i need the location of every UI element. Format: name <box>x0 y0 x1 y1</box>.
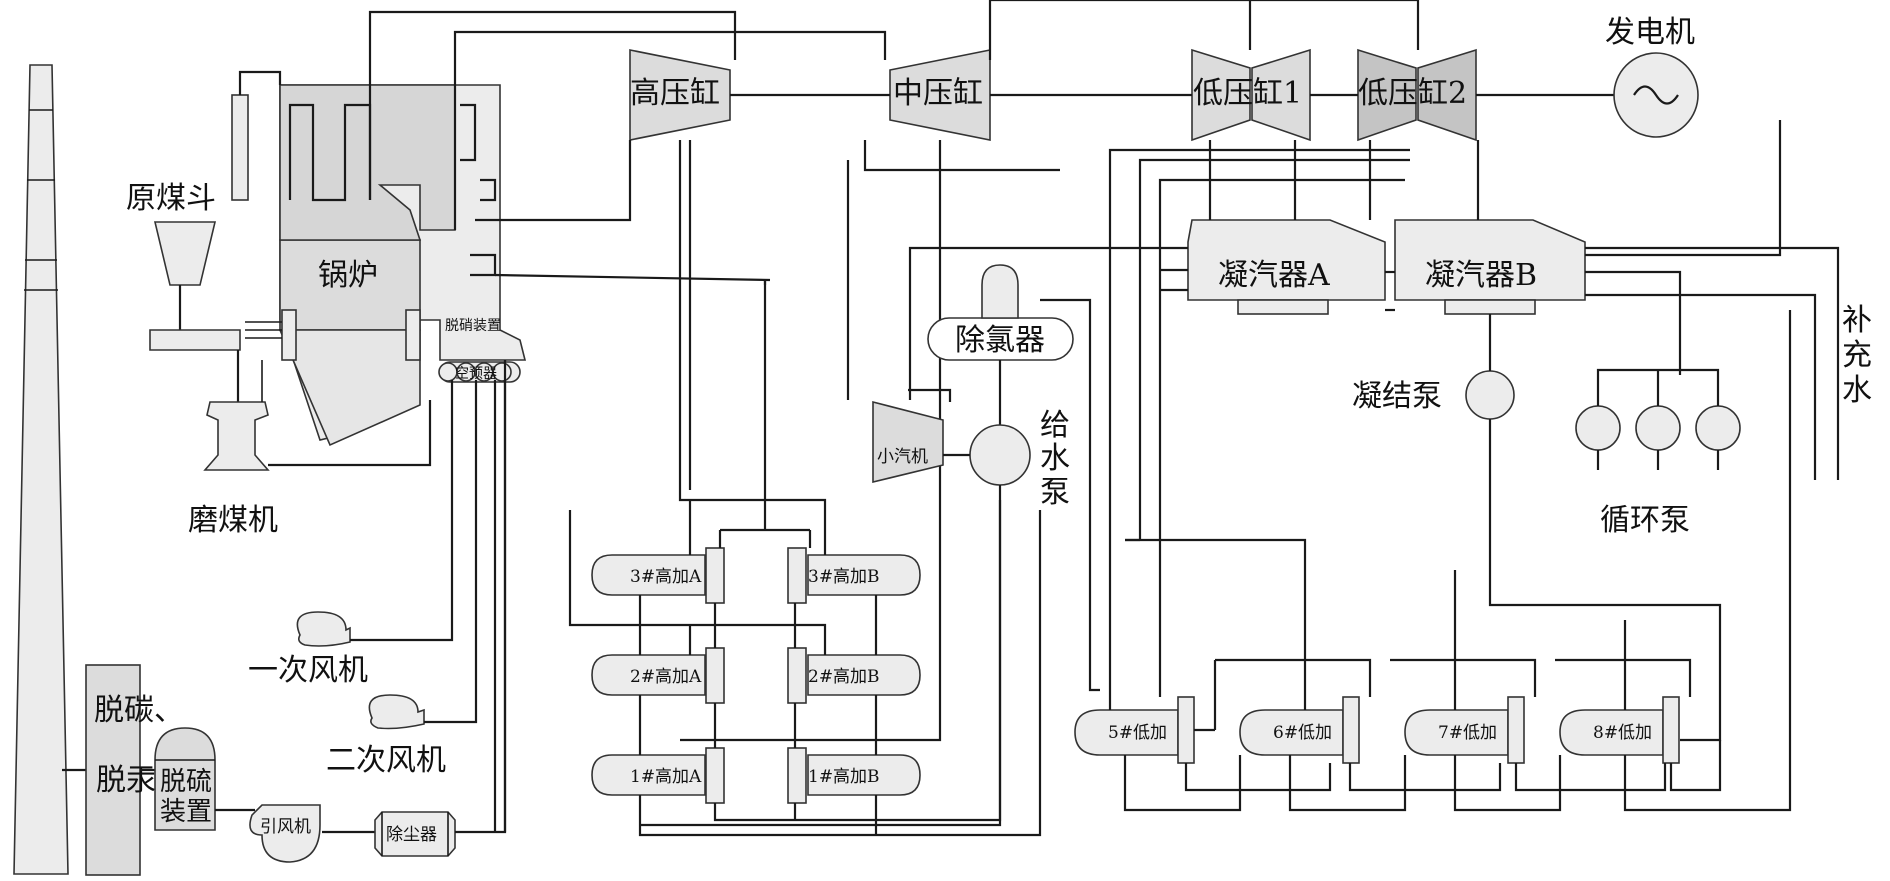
lp-heater-6: 6#低加 <box>1239 696 1360 764</box>
lp-turbine-1-label: 低压缸1 <box>1193 76 1302 111</box>
hp-heater-2a: 2#高加A <box>591 647 725 704</box>
secondary-fan-label: 二次风机 <box>326 743 446 778</box>
ip-turbine-label: 中压缸 <box>893 76 983 111</box>
makeup-water-label-2: 充 <box>1842 338 1872 373</box>
hp-heater-2a-label: 2#高加A <box>630 667 702 687</box>
induced-fan-label: 引风机 <box>260 817 311 837</box>
makeup-water-label-3: 水 <box>1842 373 1872 408</box>
hp-heater-1a: 1#高加A <box>591 747 725 804</box>
feed-pump-label-3: 泵 <box>1040 475 1070 510</box>
lp-heater-8-label: 8#低加 <box>1593 723 1652 743</box>
dust-collector: 除尘器 <box>374 811 456 857</box>
feed-pump-label-1: 给 <box>1040 408 1070 443</box>
secondary-fan: 二次风机 <box>326 694 446 778</box>
raw-coal-bunker-label: 原煤斗 <box>126 181 216 216</box>
hp-heater-2b-label: 2#高加B <box>808 667 880 687</box>
decarbon-demercury-unit: 脱碳、 脱汞 <box>85 664 184 876</box>
condenser-b: 凝汽器B <box>1394 219 1586 315</box>
hp-heater-3b: 3#高加B <box>787 547 921 604</box>
hp-heater-2b: 2#高加B <box>787 647 921 704</box>
condenser-a: 凝汽器A <box>1187 219 1386 315</box>
lp-heater-8: 8#低加 <box>1559 696 1680 764</box>
lp-turbine-1: 低压缸1 <box>1191 48 1311 142</box>
lp-heater-5: 5#低加 <box>1074 696 1195 764</box>
hp-heater-3a: 3#高加A <box>591 547 725 604</box>
coal-mill: 磨煤机 <box>188 360 278 538</box>
dust-collector-label: 除尘器 <box>386 825 437 845</box>
air-preheater-label: 空预器 <box>455 366 497 382</box>
desulfurization-label-1: 脱硫 <box>160 767 212 797</box>
makeup-water: 补 充 水 <box>1842 303 1872 408</box>
hp-heater-1a-label: 1#高加A <box>630 767 702 787</box>
hp-turbine: 高压缸 <box>629 49 731 141</box>
hp-heater-3b-label: 3#高加B <box>808 567 880 587</box>
deaerator: 除氯器 <box>927 264 1074 361</box>
condenser-a-label: 凝汽器A <box>1218 258 1330 293</box>
condensate-pump-label: 凝结泵 <box>1352 379 1442 414</box>
hp-heater-1b-label: 1#高加B <box>808 767 880 787</box>
lp-turbine-2-label: 低压缸2 <box>1358 76 1467 111</box>
deaerator-label: 除氯器 <box>955 323 1045 358</box>
air-preheater: 空预器 <box>438 361 521 383</box>
chimney <box>13 64 69 875</box>
decarbon-label-1: 脱碳、 <box>94 693 184 728</box>
hp-turbine-label: 高压缸 <box>630 76 720 111</box>
condensate-pump: 凝结泵 <box>1352 370 1515 420</box>
ip-turbine: 中压缸 <box>889 49 991 141</box>
decarbon-label-2: 脱汞 <box>96 763 156 798</box>
boiler: 锅炉 <box>245 84 527 447</box>
primary-fan-label: 一次风机 <box>248 653 368 688</box>
coal-mill-label: 磨煤机 <box>188 503 278 538</box>
hp-heater-1b: 1#高加B <box>787 747 921 804</box>
boiler-label: 锅炉 <box>318 258 378 293</box>
circulating-pumps: 循环泵 <box>1575 405 1741 538</box>
desulfurization-label-2: 装置 <box>160 797 212 827</box>
circulating-pump-label: 循环泵 <box>1600 503 1690 538</box>
small-turbine: 小汽机 <box>872 400 944 484</box>
lp-heater-7: 7#低加 <box>1404 696 1525 764</box>
lp-heater-5-label: 5#低加 <box>1108 723 1167 743</box>
lp-heater-6-label: 6#低加 <box>1273 723 1332 743</box>
raw-coal-bunker: 原煤斗 <box>126 70 282 402</box>
hp-heater-3a-label: 3#高加A <box>630 567 702 587</box>
denitrification-unit: 脱硝装置 <box>445 318 501 334</box>
generator-label: 发电机 <box>1605 15 1695 50</box>
generator: 发电机 <box>1605 15 1699 138</box>
induced-draft-fan: 引风机 <box>249 804 321 863</box>
denitrification-label: 脱硝装置 <box>445 318 501 334</box>
lp-turbine-2: 低压缸2 <box>1357 48 1477 142</box>
primary-fan: 一次风机 <box>248 611 368 688</box>
small-turbine-label: 小汽机 <box>877 447 928 467</box>
feed-pump-label-2: 水 <box>1040 441 1070 476</box>
condenser-b-label: 凝汽器B <box>1425 258 1537 293</box>
lp-heater-7-label: 7#低加 <box>1438 723 1497 743</box>
makeup-water-label-1: 补 <box>1842 303 1872 338</box>
desulfurization-unit: 脱硫 装置 <box>154 727 216 831</box>
feed-pump: 给 水 泵 <box>969 408 1070 510</box>
